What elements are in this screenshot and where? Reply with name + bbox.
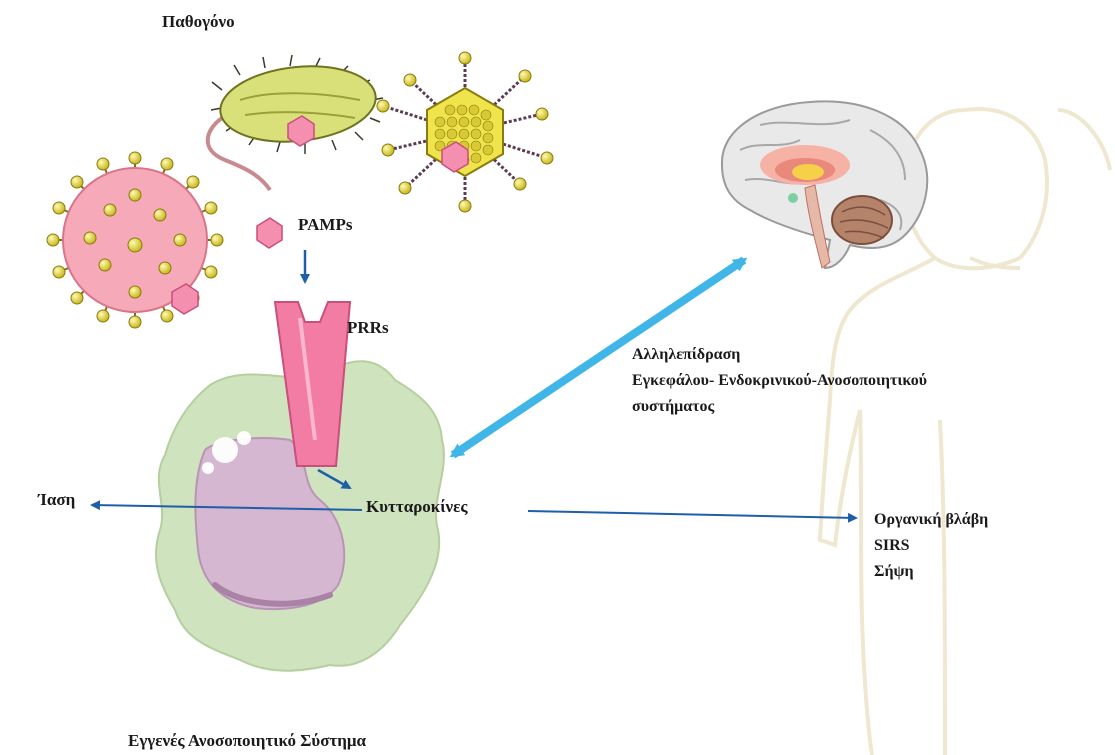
- outcomes-label: Οργανική βλάβη SIRS Σήψη: [874, 507, 988, 585]
- innate-immune-system-label: Εγγενές Ανοσοποιητικό Σύστημα: [128, 731, 366, 751]
- pathogen-label: Παθογόνο: [162, 12, 235, 32]
- outcome-sepsis: Σήψη: [874, 559, 988, 585]
- interaction-line-1: Αλληλεπίδραση: [632, 342, 927, 368]
- interaction-line-2: Εγκεφάλου- Ενδοκρινικού-Ανοσοποιητικού: [632, 368, 927, 394]
- virus-pink: [47, 152, 223, 328]
- outcome-sirs: SIRS: [874, 533, 988, 559]
- virus-yellow: [377, 52, 553, 212]
- prrs-label: PRRs: [347, 318, 389, 338]
- interaction-line-3: συστήματος: [632, 394, 927, 420]
- brain-sagittal-icon: [722, 101, 927, 268]
- pamps-label: PAMPs: [298, 215, 352, 235]
- cytokines-to-organ-damage-arrow: [528, 511, 856, 518]
- pamp-hexagon-icon: [257, 218, 282, 248]
- interaction-label: Αλληλεπίδραση Εγκεφάλου- Ενδοκρινικού-Αν…: [632, 342, 927, 420]
- bacterium-green: [208, 55, 383, 190]
- pathogen-illustration-icon: [47, 52, 553, 328]
- healing-label: Ίαση: [38, 490, 75, 510]
- cytokines-label: Κυτταροκίνες: [366, 497, 468, 517]
- outcome-organ-damage: Οργανική βλάβη: [874, 507, 988, 533]
